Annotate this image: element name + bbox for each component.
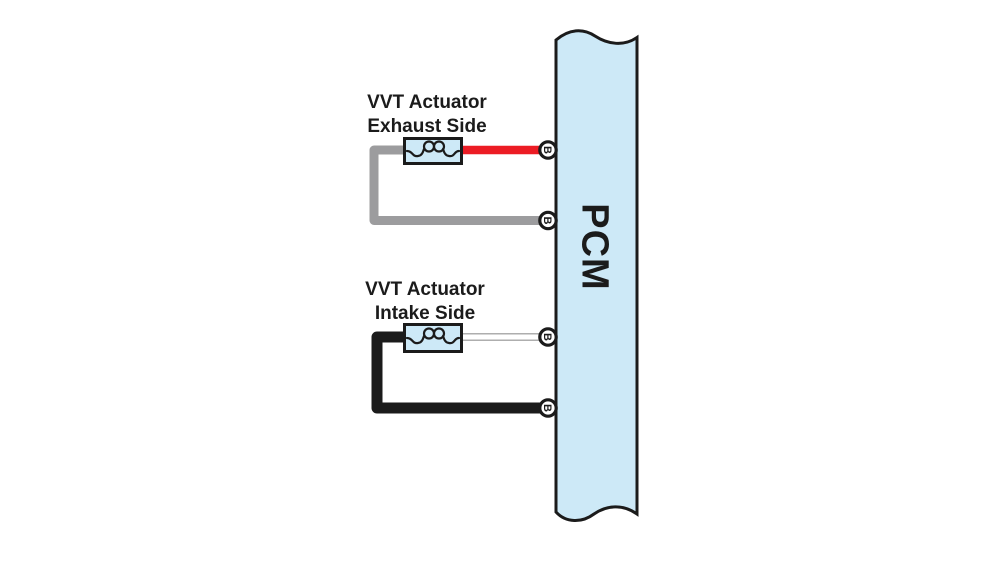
pcm-label: PCM xyxy=(574,203,616,290)
terminal-label-exhaust-signal: B xyxy=(541,146,553,154)
exhaust-gray-wire xyxy=(369,145,546,225)
exhaust-actuator-label-line2: Exhaust Side xyxy=(367,116,486,137)
pcm-box xyxy=(554,29,639,522)
intake-coil-icon xyxy=(405,327,461,345)
exhaust-actuator-symbol xyxy=(403,137,463,165)
intake-actuator-label-line2: Intake Side xyxy=(375,303,475,324)
terminal-label-intake-signal: B xyxy=(541,333,553,341)
terminal-pin-exhaust-signal xyxy=(538,140,558,160)
pcm-terminals: B B B B xyxy=(538,140,558,418)
intake-white-wire xyxy=(460,333,549,341)
terminal-pin-intake-return xyxy=(538,398,558,418)
intake-actuator-symbol xyxy=(403,323,463,353)
exhaust-actuator-label-line1: VVT Actuator xyxy=(367,92,487,113)
intake-actuator-label-line1: VVT Actuator xyxy=(365,279,485,300)
terminal-label-exhaust-return: B xyxy=(541,217,553,225)
terminal-pin-exhaust-return xyxy=(538,210,558,231)
terminal-pin-intake-signal xyxy=(538,327,558,347)
exhaust-coil-icon xyxy=(405,140,461,158)
terminal-label-intake-return: B xyxy=(541,404,553,412)
intake-black-wire xyxy=(371,331,546,414)
